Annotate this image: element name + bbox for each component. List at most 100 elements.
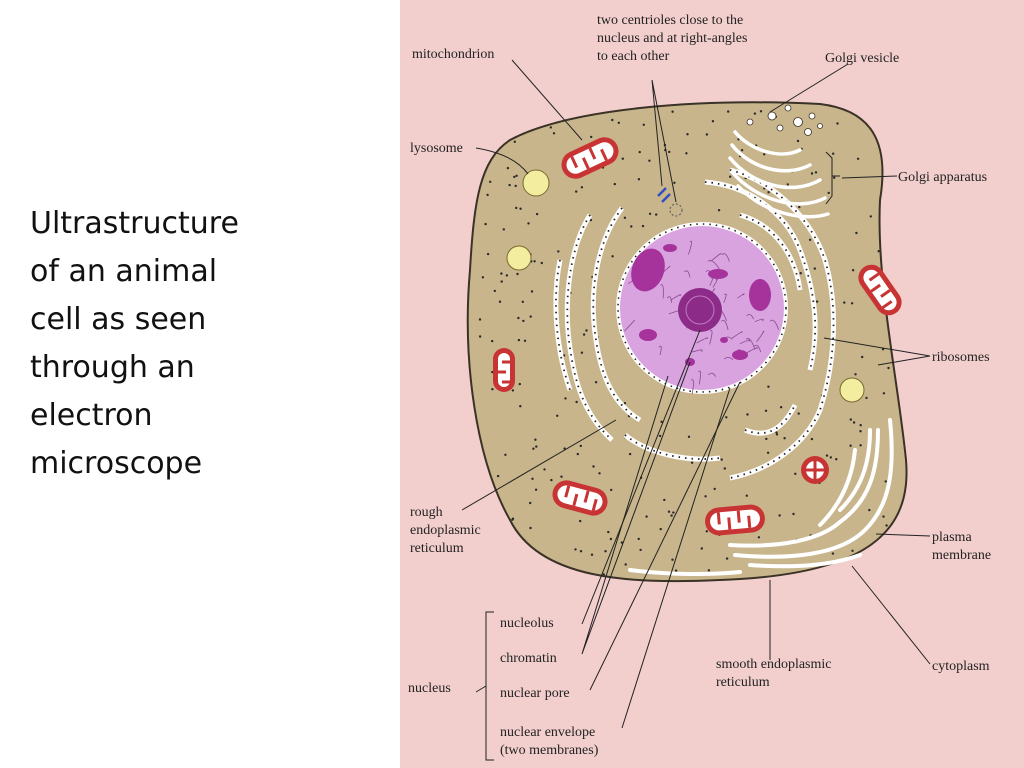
ribosome-dot <box>502 228 505 231</box>
ribosome-dot <box>865 396 868 400</box>
ribosome-dot <box>850 302 854 305</box>
ribosome-dot <box>763 153 766 156</box>
label-chromatin: chromatin <box>500 651 557 666</box>
ribosome-dot <box>611 118 614 122</box>
chromatin-thread <box>667 296 672 303</box>
ribosome-dot <box>549 126 552 129</box>
ribosome-dot <box>630 225 633 228</box>
chromatin-thread <box>658 345 662 356</box>
ribosome-dot <box>617 121 620 125</box>
slide-title-line: of an animal <box>30 254 218 289</box>
ribosome-dot <box>887 366 890 370</box>
ribosome-dot <box>628 452 632 456</box>
centrioles <box>657 187 683 217</box>
ribosome-dot <box>851 549 854 552</box>
ribosome-dot <box>478 318 482 321</box>
ribosome-dot <box>810 172 814 175</box>
slide-title-line: Ultrastructure <box>30 206 239 241</box>
chromatin-thread <box>707 372 717 377</box>
ribosome-dot <box>535 212 539 216</box>
ribosome-dot <box>610 488 613 492</box>
ribosome-dot <box>529 501 532 505</box>
ribosome-dot <box>556 414 559 417</box>
mitochondrion <box>552 480 608 516</box>
ribosome-dot <box>602 573 605 576</box>
label-nucleolus: nucleolus <box>500 616 554 631</box>
chromatin <box>631 244 771 366</box>
ribosome-dot <box>491 339 494 343</box>
ribosome-dot <box>557 250 560 253</box>
ribosome-dot <box>764 409 768 412</box>
ribosome-dot <box>877 250 880 253</box>
ribosome-dot <box>835 458 838 461</box>
ribosome-dot <box>725 557 729 560</box>
ribosome-dot <box>575 400 578 404</box>
ribosome-dot <box>831 552 835 555</box>
label-nuclear-pore: nuclear pore <box>500 686 570 701</box>
chromatin-thread <box>690 379 694 395</box>
ribosome-dot <box>481 276 485 279</box>
slide-title-line: microscope <box>30 446 203 481</box>
chromatin-thread <box>709 330 713 345</box>
ribosome-dot <box>478 335 482 338</box>
ribosome-dot <box>663 498 666 502</box>
ribosome-dot <box>648 159 651 162</box>
mitochondrion-cross-section <box>801 456 829 484</box>
ribosome-dot <box>753 112 757 115</box>
ribosome-dot <box>491 388 494 391</box>
ribosome-dot <box>514 184 517 188</box>
ribosome-dot <box>757 536 761 539</box>
ribosome-dot <box>506 166 510 170</box>
slide-title-line: cell as seen <box>30 302 207 337</box>
chromatin-thread <box>721 319 729 331</box>
ribosome-dot <box>882 392 886 395</box>
ribosome-dot <box>504 453 507 456</box>
ribosome-dot <box>687 435 691 438</box>
ribosome-dot <box>533 260 536 263</box>
ribosome-dot <box>648 212 652 215</box>
ribosome-dot <box>799 272 802 275</box>
chromatin-thread <box>660 284 664 299</box>
ribosome-dot <box>855 231 858 235</box>
ribosome-dot <box>759 110 763 113</box>
mitochondrion <box>493 348 515 392</box>
label-smooth-er: smooth endoplasmic reticulum <box>716 657 835 690</box>
ribosome-dot <box>849 444 852 447</box>
ribosome-dot <box>729 175 732 178</box>
ribosome-dot <box>713 487 716 491</box>
ribosome-dot <box>607 530 610 534</box>
chromatin-thread <box>739 339 751 345</box>
cell-diagram: two centrioles close to the nucleus and … <box>408 13 991 761</box>
ribosome-dot <box>740 149 744 152</box>
ribosome-dot <box>686 133 689 136</box>
ribosome-dot <box>849 418 852 421</box>
ribosome-dot <box>668 150 671 154</box>
ribosome-dot <box>516 272 519 276</box>
ribosome-dot <box>767 385 770 388</box>
ribosome-dot <box>529 526 532 530</box>
ribosome-dot <box>856 157 860 160</box>
ribosome-dot <box>707 569 711 572</box>
ribosome-dot <box>775 431 778 434</box>
ribosome-dot <box>562 354 566 357</box>
ribosome-dot <box>767 191 770 194</box>
nucleolus <box>678 288 722 332</box>
ribosome-dot <box>794 472 797 475</box>
label-mitochondrion: mitochondrion <box>412 47 494 62</box>
ribosome-dot <box>779 406 783 409</box>
cell-diagram-panel: two centrioles close to the nucleus and … <box>400 0 1024 768</box>
ribosome-dot <box>882 515 885 518</box>
ribosome-dot <box>859 430 862 433</box>
ribosome-dot <box>829 456 832 459</box>
label-lysosome: lysosome <box>410 141 463 156</box>
ribosome-dot <box>843 301 846 304</box>
ribosome-dot <box>515 174 518 177</box>
chromatin-thread <box>698 370 701 385</box>
golgi-vesicles <box>746 104 823 136</box>
ribosome-dot <box>814 171 818 174</box>
ribosome-dot <box>765 437 768 441</box>
chromatin-thread <box>710 252 722 262</box>
label-ribosomes: ribosomes <box>932 350 990 365</box>
ribosome-dot <box>660 420 663 423</box>
ribosome-dot <box>575 190 578 193</box>
